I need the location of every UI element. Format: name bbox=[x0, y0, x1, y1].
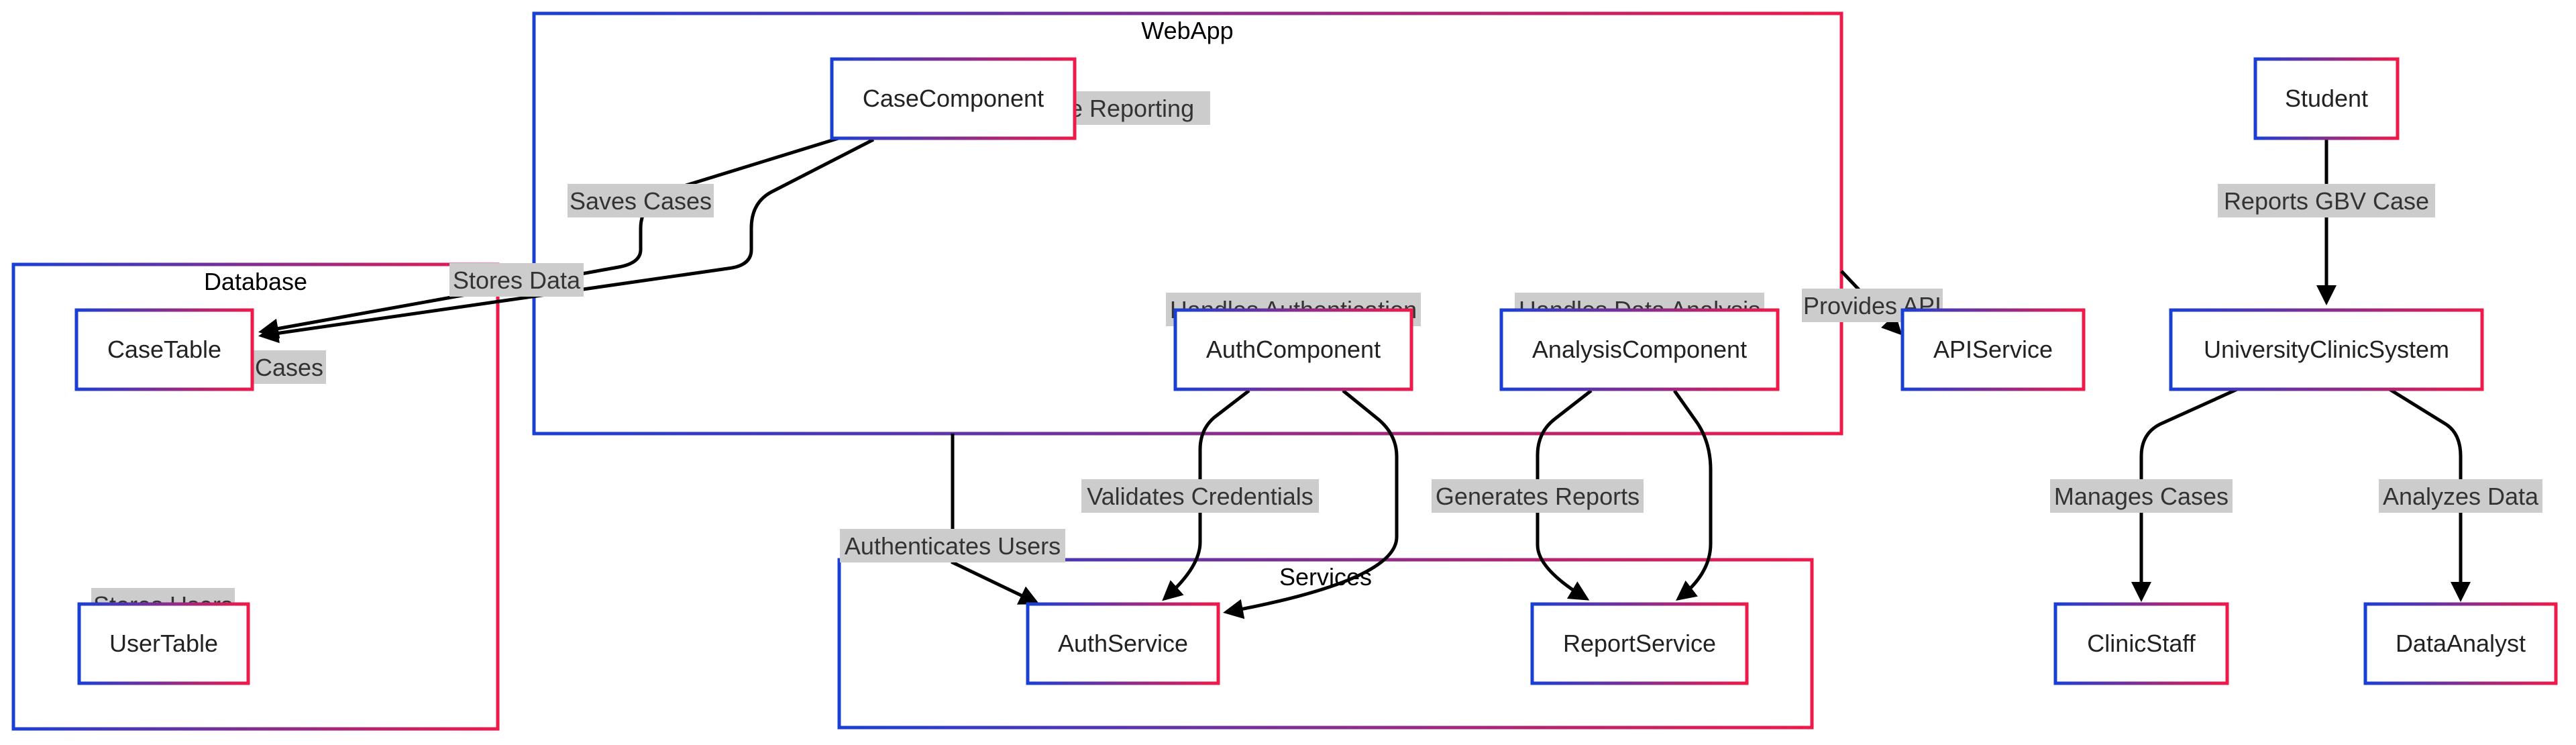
node-data-analyst[interactable]: DataAnalyst bbox=[2363, 602, 2558, 685]
edge-analysis-component-to-report-service bbox=[1672, 389, 1713, 601]
svg-text:Validates Credentials: Validates Credentials bbox=[1087, 483, 1313, 510]
node-analysis-component[interactable]: AnalysisComponent bbox=[1499, 308, 1780, 391]
node-report-service-label: ReportService bbox=[1563, 630, 1716, 657]
node-auth-service[interactable]: AuthService bbox=[1026, 602, 1220, 685]
edge-analysis-component-to-report-service-generates bbox=[1536, 389, 1593, 601]
edge-labels: Saves Cases Stores Data Validates Creden… bbox=[449, 184, 2542, 562]
node-university-clinic-system[interactable]: UniversityClinicSystem bbox=[2169, 308, 2484, 391]
edge-university-clinic-system-to-clinic-staff bbox=[2131, 387, 2239, 602]
cluster-database-border bbox=[11, 262, 500, 731]
svg-text:Analyzes Data: Analyzes Data bbox=[2383, 483, 2539, 510]
edge-university-clinic-system-to-data-analyst bbox=[2388, 387, 2471, 602]
cluster-webapp: WebApp bbox=[532, 11, 1843, 436]
edge-label-authenticates-users: Authenticates Users bbox=[840, 529, 1065, 562]
cluster-webapp-border bbox=[532, 11, 1843, 436]
cluster-database-title: Database bbox=[204, 268, 307, 295]
cluster-services-border bbox=[837, 558, 1814, 730]
node-student[interactable]: Student bbox=[2253, 57, 2400, 140]
node-api-service[interactable]: APIService bbox=[1900, 308, 2086, 391]
edge-label-saves-cases: Saves Cases bbox=[568, 184, 714, 217]
node-report-service[interactable]: ReportService bbox=[1530, 602, 1749, 685]
node-user-table-label: UserTable bbox=[109, 630, 218, 657]
nodes: CaseComponent AuthComponent AnalysisComp… bbox=[74, 57, 2558, 685]
edge-webapp-to-auth-service bbox=[951, 434, 1040, 605]
svg-text:Manages Cases: Manages Cases bbox=[2054, 483, 2229, 510]
edge-label-generates-reports: Generates Reports bbox=[1432, 479, 1644, 513]
edge-case-component-to-case-table-stores bbox=[258, 138, 875, 344]
edge-label-analyzes-data: Analyzes Data bbox=[2379, 479, 2542, 513]
svg-text:Stores Data: Stores Data bbox=[453, 266, 581, 294]
node-api-service-label: APIService bbox=[1933, 336, 2053, 363]
cluster-database: Database bbox=[11, 262, 500, 731]
node-auth-component[interactable]: AuthComponent bbox=[1173, 308, 1413, 391]
svg-text:Generates Reports: Generates Reports bbox=[1436, 483, 1640, 510]
edge-label-stores-data: Stores Data bbox=[449, 263, 584, 297]
edge-label-validates-credentials: Validates Credentials bbox=[1081, 479, 1319, 513]
node-case-component-label: CaseComponent bbox=[863, 85, 1044, 112]
node-auth-component-label: AuthComponent bbox=[1206, 336, 1381, 363]
node-student-label: Student bbox=[2285, 85, 2368, 112]
node-user-table[interactable]: UserTable bbox=[77, 602, 250, 685]
cluster-webapp-title: WebApp bbox=[1141, 17, 1233, 44]
node-case-component[interactable]: CaseComponent bbox=[830, 57, 1077, 140]
node-university-clinic-system-label: UniversityClinicSystem bbox=[2204, 336, 2449, 363]
edge-label-manages-cases: Manages Cases bbox=[2050, 479, 2233, 513]
svg-text:Reports GBV Case: Reports GBV Case bbox=[2224, 187, 2429, 215]
edge-auth-component-to-auth-service-validates bbox=[1162, 389, 1250, 601]
node-analysis-component-label: AnalysisComponent bbox=[1532, 336, 1747, 363]
node-clinic-staff-label: ClinicStaff bbox=[2087, 630, 2196, 657]
svg-text:Saves Cases: Saves Cases bbox=[570, 187, 712, 215]
edge-label-reports-gbv-case: Reports GBV Case bbox=[2218, 184, 2435, 217]
node-clinic-staff[interactable]: ClinicStaff bbox=[2053, 602, 2229, 685]
node-data-analyst-label: DataAnalyst bbox=[2396, 630, 2526, 657]
node-case-table[interactable]: CaseTable bbox=[74, 308, 254, 391]
edge-auth-component-to-auth-service bbox=[1223, 389, 1399, 619]
node-auth-service-label: AuthService bbox=[1058, 630, 1188, 657]
node-case-table-label: CaseTable bbox=[107, 336, 221, 363]
svg-text:Authenticates Users: Authenticates Users bbox=[845, 532, 1061, 560]
